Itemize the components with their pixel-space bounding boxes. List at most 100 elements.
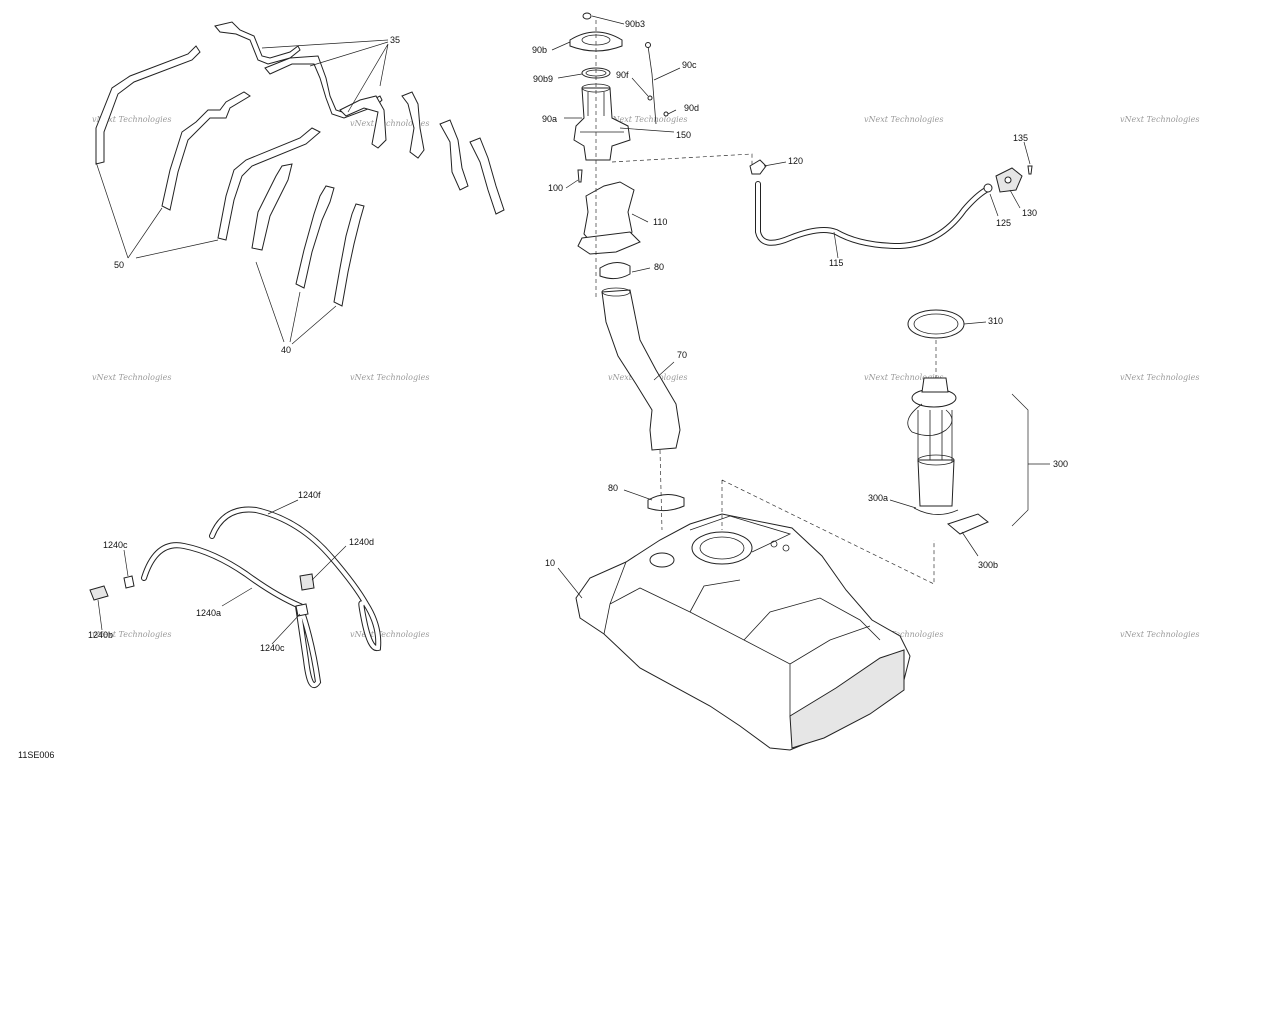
funnel-110 (583, 181, 635, 249)
nut-90d (663, 111, 669, 117)
callout-90d: 90d (684, 103, 699, 113)
strap-40 (333, 203, 365, 307)
harness-group: 1240c 1240d 1240f 1240a 1240c 1240b (88, 490, 382, 689)
callout-80-upper: 80 (654, 262, 664, 272)
strap-35 (469, 137, 505, 215)
callout-300b: 300b (978, 560, 998, 570)
callout-120: 120 (788, 156, 803, 166)
vent-axis (611, 153, 753, 170)
callout-50: 50 (114, 260, 124, 270)
watermark: vNext Technologies (1120, 373, 1199, 382)
clip-1240c-lower (295, 603, 309, 617)
strap-35 (339, 95, 387, 149)
watermark: vNext Technologies (1120, 630, 1199, 639)
valve-port (1004, 176, 1012, 184)
filler-hose-70 (601, 289, 681, 451)
fuel-tank: 10 (545, 479, 935, 751)
callout-1240a: 1240a (196, 608, 221, 618)
watermark: vNext Technologies (350, 630, 429, 639)
strap-35 (439, 119, 469, 191)
callout-90b9: 90b9 (533, 74, 553, 84)
leaders-harness (97, 499, 347, 645)
fuel-pump-assembly: 310 300 300a 300b (868, 309, 1068, 570)
callout-135: 135 (1013, 133, 1028, 143)
callout-110: 110 (653, 217, 667, 227)
filler-neck-90a (573, 87, 631, 161)
callout-150: 150 (676, 130, 691, 140)
fitting-120 (749, 159, 767, 175)
lock-ring-inner (913, 313, 959, 335)
connector-1240d (299, 573, 315, 591)
fuel-tank-front-face (789, 649, 905, 749)
callout-1240c-bottom: 1240c (260, 643, 285, 653)
pump-top-fittings (921, 377, 949, 393)
leaders-pump (889, 321, 987, 557)
watermark: vNext Technologies (1120, 115, 1199, 124)
fuel-tank-edges (603, 561, 881, 716)
diagram-code: 11SE006 (18, 750, 54, 760)
callout-100: 100 (548, 183, 563, 193)
callout-300a: 300a (868, 493, 888, 503)
strap-group: 35 50 40 (95, 21, 505, 355)
filler-neck-assembly: 90b3 90b 90b9 90f 90c 90d 90a 150 100 11… (532, 12, 753, 531)
callout-300: 300 (1053, 459, 1068, 469)
strap-40 (251, 163, 293, 251)
strap-35 (214, 21, 301, 65)
hose-1240f (209, 506, 382, 652)
strap-50 (95, 45, 201, 165)
tank-pump-port-inner (699, 536, 745, 560)
tank-marking (770, 540, 778, 548)
watermark: vNext Technologies (864, 630, 943, 639)
callout-90a: 90a (542, 114, 557, 124)
leader-40 (255, 261, 337, 345)
callout-1240d: 1240d (349, 537, 374, 547)
callout-125: 125 (996, 218, 1011, 228)
hose-end (601, 287, 631, 297)
leaders-vent (763, 141, 1031, 259)
leaders-filler-neck (551, 15, 681, 501)
strap-35 (401, 91, 425, 159)
strap-35 (264, 55, 383, 119)
pump-install-axis (721, 479, 935, 585)
vent-hose-inner (756, 182, 988, 249)
assembly-axis (595, 20, 663, 531)
strap-50 (217, 127, 321, 241)
watermark: vNext Technologies (864, 373, 943, 382)
fuel-tank-10 (575, 513, 911, 751)
watermark: vNext Technologies (92, 115, 171, 124)
watermark: vNext Technologies (864, 115, 943, 124)
watermark: vNext Technologies (92, 373, 171, 382)
callout-80-lower: 80 (608, 483, 618, 493)
clamp-80-upper (599, 262, 631, 280)
pump-base (913, 507, 959, 515)
callout-310: 310 (988, 316, 1003, 326)
callout-40: 40 (281, 345, 291, 355)
hose-1240a-inner (142, 543, 321, 688)
callout-90b3: 90b3 (625, 19, 645, 29)
watermark: vNext Technologies (350, 119, 429, 128)
tank-filler-port (649, 552, 675, 568)
hose-1240f-inner (210, 507, 381, 651)
callout-115: 115 (829, 258, 843, 268)
clamp-80-lower (647, 494, 685, 512)
washer-90f (647, 95, 653, 101)
watermark: vNext Technologies (608, 115, 687, 124)
callout-90c: 90c (682, 60, 697, 70)
leader-10 (557, 567, 583, 599)
strap-40 (295, 185, 335, 289)
screw-135 (1027, 165, 1033, 175)
pump-frame (917, 410, 953, 462)
vent-rod-90c (647, 45, 657, 125)
tank-marking (782, 544, 790, 552)
callout-90b: 90b (532, 45, 547, 55)
watermark: vNext Technologies (92, 630, 171, 639)
vent-hose-assembly: 120 135 130 125 115 (749, 133, 1037, 268)
callout-90f: 90f (616, 70, 629, 80)
callout-35: 35 (390, 35, 400, 45)
callout-1240f: 1240f (298, 490, 321, 500)
connector-1240b (89, 585, 109, 601)
vent-cap (645, 42, 651, 48)
callout-10: 10 (545, 558, 555, 568)
pump-bracket (1011, 393, 1050, 527)
